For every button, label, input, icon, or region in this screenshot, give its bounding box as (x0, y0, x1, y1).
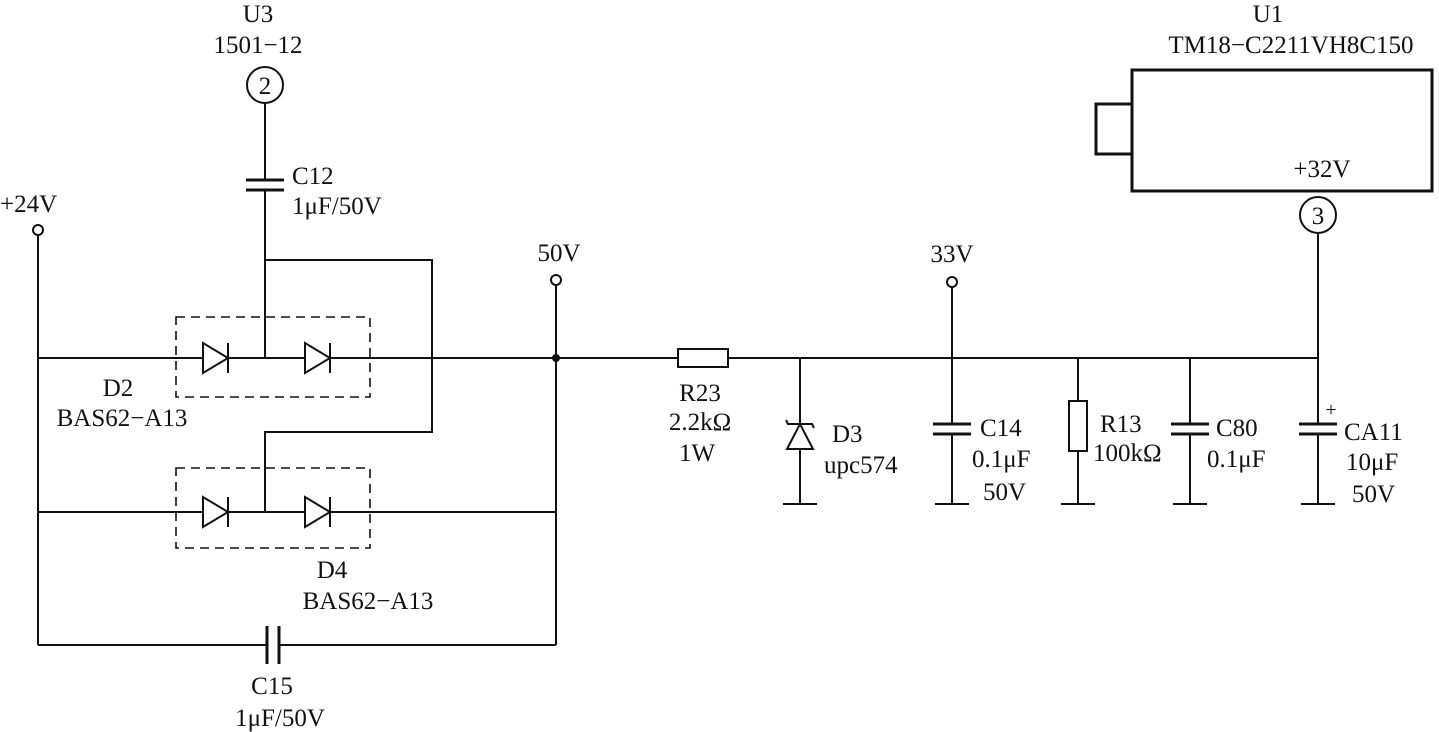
r23-ref: R23 (679, 380, 721, 407)
ca11-capacitor: + CA11 10μF 50V (1299, 233, 1403, 508)
c15-ref: C15 (251, 673, 293, 700)
r23-value: 2.2kΩ (669, 409, 731, 436)
ca11-value: 10μF (1346, 449, 1398, 476)
terminal-24v: +24V (0, 191, 57, 645)
d2-diode-a-triangle (202, 341, 230, 375)
terminal-50v-circle (550, 274, 562, 286)
c14-value: 0.1μF (972, 446, 1031, 473)
r23-resistor: R23 2.2kΩ 1W (669, 348, 731, 467)
d4-diode-b-triangle (304, 495, 332, 529)
d4-package-outline (175, 467, 371, 549)
d2-diode-pair: D2 BAS62−A13 (57, 316, 371, 432)
c80-ref: C80 (1216, 415, 1258, 442)
u3-pin-number: 2 (259, 73, 272, 100)
c14-capacitor: C14 0.1μF 50V (933, 358, 1031, 506)
net-33v-label: 33V (930, 241, 973, 268)
c80-value: 0.1μF (1207, 446, 1266, 473)
u1-pin-number: 3 (1312, 203, 1325, 230)
d2-ref: D2 (103, 375, 134, 402)
d2-package-outline (175, 316, 371, 398)
u1-body (1130, 68, 1434, 193)
terminal-50v: 50V (537, 240, 581, 645)
r13-body (1068, 400, 1088, 452)
u1-module: U1 TM18−C2211VH8C150 +32V 3 (1094, 1, 1434, 234)
net-24v-label: +24V (0, 191, 57, 218)
d4-part: BAS62−A13 (303, 588, 434, 615)
c12-ref: C12 (292, 163, 334, 190)
c80-capacitor: C80 0.1μF (1171, 358, 1266, 505)
c14-voltage: 50V (983, 479, 1026, 506)
r23-body (677, 348, 729, 368)
u3-part: 1501−12 (213, 32, 302, 59)
junction-dot (552, 354, 560, 362)
feedback-loop-wire (264, 259, 433, 512)
u1-pin-circle (1299, 196, 1337, 234)
u3-connector: U3 1501−12 2 (213, 1, 303, 180)
d2-diode-b-triangle (304, 341, 332, 375)
d4-diode-pair: D4 BAS62−A13 (175, 467, 434, 615)
r13-value: 100kΩ (1093, 440, 1162, 467)
terminal-33v: 33V (930, 241, 974, 358)
ca11-polarity: + (1325, 399, 1336, 421)
u1-tab (1094, 102, 1134, 156)
d3-zener-diode: D3 upc574 (783, 358, 898, 505)
u1-ref: U1 (1253, 1, 1284, 28)
d4-ref: D4 (317, 557, 348, 584)
u1-supply-label: +32V (1293, 156, 1350, 183)
u1-part: TM18−C2211VH8C150 (1168, 32, 1413, 59)
c15-value: 1μF/50V (235, 705, 325, 732)
c14-ref: C14 (980, 415, 1022, 442)
d2-part: BAS62−A13 (57, 405, 188, 432)
c12-capacitor: C12 1μF/50V (246, 163, 382, 220)
c12-value: 1μF/50V (292, 193, 382, 220)
u3-ref: U3 (243, 1, 274, 28)
r23-power: 1W (679, 440, 716, 467)
terminal-33v-circle (946, 276, 958, 288)
d3-triangle (785, 421, 815, 450)
ca11-voltage: 50V (1352, 481, 1395, 508)
d4-diode-a-triangle (202, 495, 230, 529)
r13-resistor: R13 100kΩ (1061, 358, 1162, 505)
ca11-ref: CA11 (1344, 419, 1403, 446)
d3-ref: D3 (832, 421, 863, 448)
c15-capacitor: C15 1μF/50V (235, 626, 325, 732)
terminal-24v-circle (32, 224, 44, 236)
net-50v-label: 50V (537, 240, 580, 267)
d3-part: upc574 (824, 452, 898, 479)
r13-ref: R13 (1100, 411, 1142, 438)
